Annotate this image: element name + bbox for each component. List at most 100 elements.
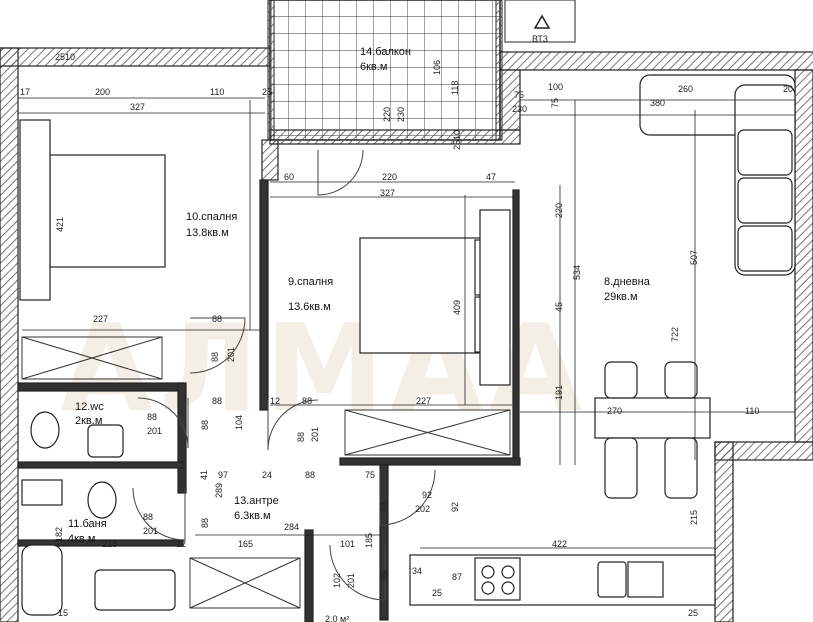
- svg-text:421: 421: [55, 217, 65, 232]
- svg-text:10.спалня: 10.спалня: [186, 211, 237, 223]
- svg-text:327: 327: [130, 102, 145, 112]
- svg-text:182: 182: [54, 527, 64, 542]
- svg-text:2кв.м: 2кв.м: [75, 415, 102, 427]
- svg-text:110: 110: [210, 87, 224, 97]
- svg-text:101: 101: [340, 539, 355, 549]
- dimension-texts-h: 2510 17 200 110 25 327 75 230 100 260 38…: [20, 52, 793, 618]
- bed-9: [359, 209, 511, 386]
- svg-text:104: 104: [234, 415, 244, 430]
- room-label-r13: 13.антре 6.3кв.м: [234, 495, 279, 522]
- balcony: [267, 0, 576, 141]
- svg-text:88: 88: [302, 396, 312, 406]
- svg-text:12: 12: [176, 539, 186, 549]
- warning-triangle-icon: [533, 14, 551, 29]
- svg-text:75: 75: [550, 98, 560, 108]
- room-label-r12: 12.wc 2кв.м: [75, 401, 104, 427]
- svg-text:284: 284: [284, 522, 299, 532]
- svg-text:14.балкон: 14.балкон: [360, 46, 411, 58]
- dining-table: [594, 361, 711, 499]
- svg-text:88: 88: [210, 352, 220, 362]
- svg-text:25: 25: [262, 87, 272, 97]
- svg-text:100: 100: [548, 82, 563, 92]
- svg-text:201: 201: [147, 426, 162, 436]
- svg-text:2510: 2510: [452, 130, 462, 150]
- svg-text:2510: 2510: [55, 52, 75, 62]
- svg-text:88: 88: [143, 512, 153, 522]
- svg-text:17: 17: [20, 87, 30, 97]
- svg-text:201: 201: [346, 573, 356, 588]
- svg-text:41: 41: [199, 470, 209, 480]
- svg-text:12.wc: 12.wc: [75, 401, 104, 413]
- svg-text:227: 227: [93, 314, 108, 324]
- svg-text:25: 25: [688, 608, 698, 618]
- svg-text:270: 270: [607, 406, 622, 416]
- svg-text:9.спалня: 9.спалня: [288, 276, 333, 288]
- walls: [0, 47, 813, 622]
- room-label-r9: 9.спалня 13.6кв.м: [288, 276, 333, 313]
- bottom-text: 2.0 м²: [325, 614, 349, 622]
- closets: [21, 336, 511, 609]
- svg-text:118: 118: [450, 81, 460, 95]
- svg-text:88: 88: [200, 518, 210, 528]
- room-label-r8: 8.дневна 29кв.м: [604, 276, 651, 303]
- svg-text:215: 215: [689, 510, 699, 525]
- svg-text:201: 201: [226, 347, 236, 362]
- svg-text:29кв.м: 29кв.м: [604, 291, 638, 303]
- svg-text:12: 12: [270, 396, 280, 406]
- svg-text:15: 15: [58, 608, 68, 618]
- svg-text:8.дневна: 8.дневна: [604, 276, 651, 288]
- svg-text:507: 507: [689, 250, 699, 265]
- svg-text:88: 88: [212, 396, 222, 406]
- room-label-r11: 11.баня 4кв.м: [68, 518, 107, 545]
- svg-text:88: 88: [305, 470, 315, 480]
- svg-text:422: 422: [552, 539, 567, 549]
- svg-text:24: 24: [262, 470, 272, 480]
- svg-text:185: 185: [364, 533, 374, 548]
- svg-text:25: 25: [432, 588, 442, 598]
- svg-text:220: 220: [382, 107, 392, 122]
- svg-text:230: 230: [512, 104, 527, 114]
- svg-text:201: 201: [310, 427, 320, 442]
- svg-text:75: 75: [514, 90, 524, 100]
- svg-text:230: 230: [396, 107, 406, 122]
- svg-text:75: 75: [365, 470, 375, 480]
- svg-text:6.3кв.м: 6.3кв.м: [234, 510, 271, 522]
- svg-text:45: 45: [554, 302, 564, 312]
- svg-text:220: 220: [554, 203, 564, 218]
- svg-text:227: 227: [416, 396, 431, 406]
- svg-text:11.баня: 11.баня: [68, 518, 107, 530]
- svg-text:13.антре: 13.антре: [234, 495, 279, 507]
- svg-text:86: 86: [380, 570, 390, 580]
- door-dims: 88 88 201: [210, 352, 320, 442]
- svg-text:88: 88: [147, 412, 157, 422]
- svg-text:165: 165: [238, 539, 253, 549]
- svg-text:191: 191: [554, 385, 564, 400]
- room-label-r10: 10.спалня 13.8кв.м: [186, 211, 237, 239]
- svg-text:289: 289: [214, 483, 224, 498]
- svg-text:6кв.м: 6кв.м: [360, 61, 387, 73]
- svg-text:4кв.м: 4кв.м: [68, 533, 95, 545]
- svg-text:327: 327: [380, 188, 395, 198]
- svg-text:92: 92: [422, 490, 432, 500]
- svg-text:220: 220: [382, 172, 397, 182]
- svg-text:88: 88: [296, 432, 306, 442]
- svg-text:200: 200: [95, 87, 110, 97]
- svg-text:110: 110: [745, 406, 759, 416]
- bed-10: [19, 119, 166, 301]
- svg-text:106: 106: [432, 60, 442, 75]
- dimension-lines: [18, 97, 795, 549]
- svg-text:88: 88: [200, 420, 210, 430]
- svg-text:13.8кв.м: 13.8кв.м: [186, 227, 229, 239]
- svg-text:60: 60: [284, 172, 294, 182]
- svg-text:93: 93: [378, 502, 388, 512]
- door-labels-entry: 88 201: [143, 512, 158, 536]
- svg-text:409: 409: [452, 300, 462, 315]
- bt3-label: ВТ3: [532, 34, 548, 44]
- door-swings: [132, 149, 436, 601]
- bathroom-fixtures: [21, 411, 176, 616]
- svg-text:87: 87: [452, 572, 462, 582]
- svg-text:102: 102: [332, 573, 342, 588]
- svg-text:97: 97: [218, 470, 228, 480]
- room-label-r14: 14.балкон 6кв.м: [360, 46, 411, 73]
